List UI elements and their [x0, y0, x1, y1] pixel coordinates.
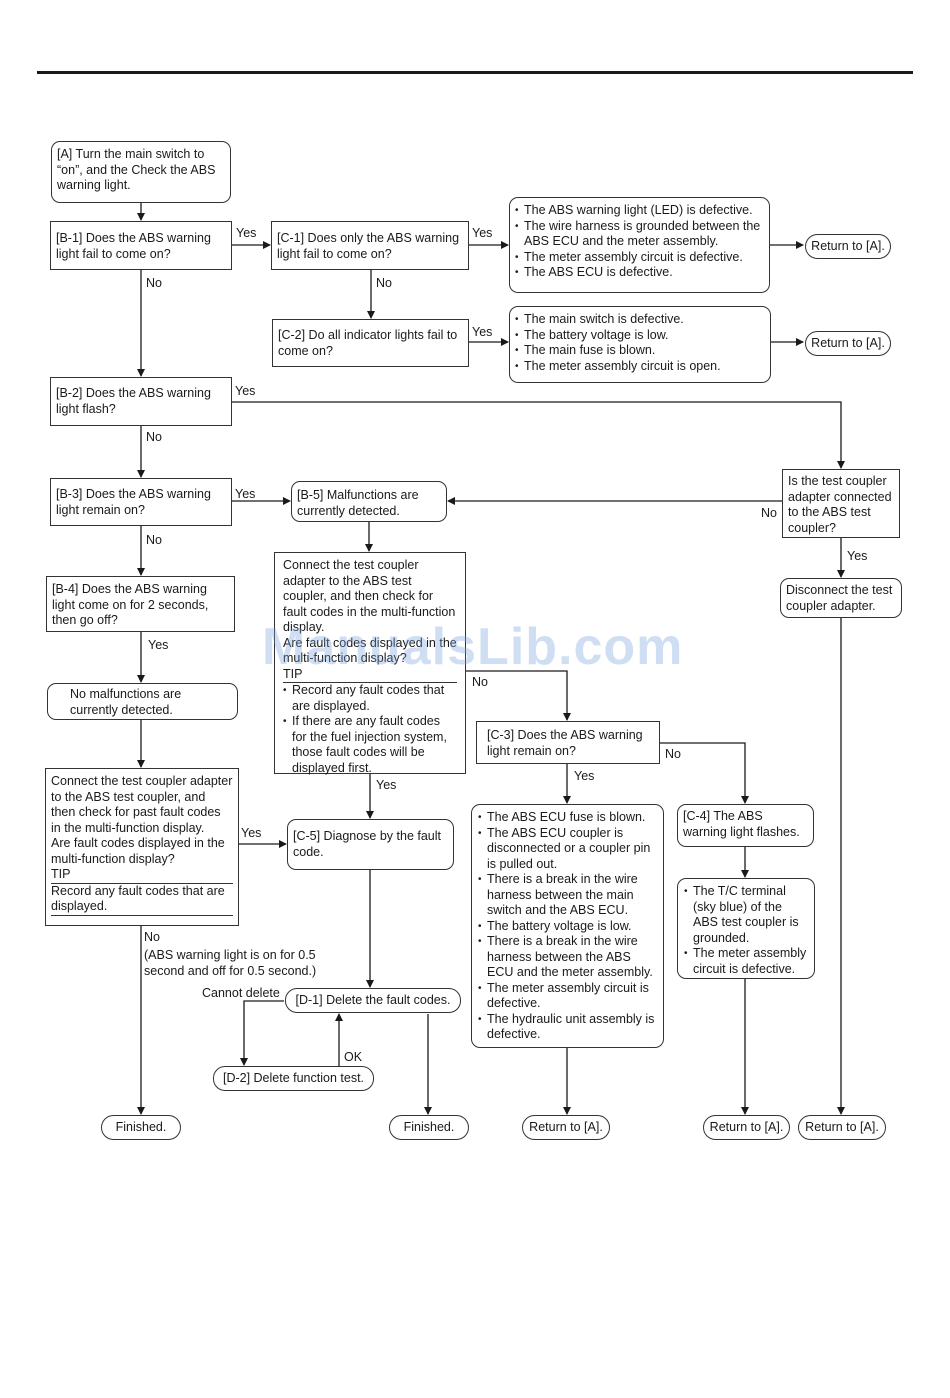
step-c3-box: [C-3] Does the ABS warning light remain … — [476, 721, 660, 764]
step-d1-pill: [D-1] Delete the fault codes. — [285, 988, 461, 1013]
edge-label-no: No — [376, 276, 392, 290]
tip-list: Record any fault codes that are displaye… — [283, 683, 457, 776]
list-item: There is a break in the wire harness bet… — [478, 872, 658, 919]
edge-label-no: No — [144, 930, 160, 944]
list-item: The battery voltage is low. — [478, 919, 658, 935]
header-rule — [37, 71, 913, 74]
c2-causes-list: The main switch is defective. The batter… — [515, 312, 765, 374]
list-item: Record any fault codes that are displaye… — [283, 683, 457, 714]
edge-label-no: No — [761, 506, 777, 520]
step-b2-box: [B-2] Does the ABS warning light flash? — [50, 377, 232, 426]
past-tip-item: Record any fault codes that are displaye… — [51, 884, 233, 916]
list-item: The meter assembly circuit is open. — [515, 359, 765, 375]
return-a-pill-3: Return to [A]. — [522, 1115, 610, 1140]
list-item: The meter assembly circuit is defective. — [478, 981, 658, 1012]
c4-causes-box: The T/C terminal (sky blue) of the ABS t… — [677, 878, 815, 979]
c3-causes-list: The ABS ECU fuse is blown. The ABS ECU c… — [478, 810, 658, 1043]
c1-causes-box: The ABS warning light (LED) is defective… — [509, 197, 770, 293]
edge-label-yes: Yes — [574, 769, 595, 783]
coupler-question-box: Is the test coupler adapter connected to… — [782, 469, 900, 538]
disconnect-box: Disconnect the test coupler adapter. — [780, 578, 902, 618]
list-item: The main switch is defective. — [515, 312, 765, 328]
c2-causes-box: The main switch is defective. The batter… — [509, 306, 771, 383]
return-a-pill-1: Return to [A]. — [805, 234, 891, 259]
past-fault-instruction: Connect the test coupler adapter to the … — [51, 774, 233, 835]
list-item: If there are any fault codes for the fue… — [283, 714, 457, 776]
step-c1-box: [C-1] Does only the ABS warning light fa… — [271, 221, 469, 270]
step-b4-text: [B-4] Does the ABS warning light come on… — [52, 582, 209, 627]
coupler-question-text: Is the test coupler adapter connected to… — [788, 474, 892, 535]
edge-label-no: No — [146, 430, 162, 444]
finished-pill-2: Finished. — [389, 1115, 469, 1140]
edge-label-yes: Yes — [472, 325, 493, 339]
edge-label-yes: Yes — [235, 487, 256, 501]
step-a-text: [A] Turn the main switch to “on”, and th… — [57, 147, 216, 192]
step-c4-box: [C-4] The ABS warning light flashes. — [677, 804, 814, 847]
edge-label-no: No — [665, 747, 681, 761]
step-c5-box: [C-5] Diagnose by the fault code. — [287, 819, 454, 870]
step-b3-text: [B-3] Does the ABS warning light remain … — [56, 487, 211, 517]
edge-label-cannot-delete: Cannot delete — [202, 986, 280, 1000]
watermark: ManualsLib.com — [262, 618, 684, 676]
step-b2-text: [B-2] Does the ABS warning light flash? — [56, 386, 211, 416]
tip-label: TIP — [51, 867, 233, 884]
abs-flash-note: (ABS warning light is on for 0.5 second … — [144, 948, 317, 978]
no-malfunction-text: No malfunctions are currently detected. — [70, 687, 182, 717]
edge-label-yes: Yes — [235, 384, 256, 398]
step-a-box: [A] Turn the main switch to “on”, and th… — [51, 141, 231, 203]
past-fault-check-box: Connect the test coupler adapter to the … — [45, 768, 239, 926]
list-item: The ABS warning light (LED) is defective… — [515, 203, 764, 219]
disconnect-text: Disconnect the test coupler adapter. — [786, 583, 893, 613]
edge-label-yes: Yes — [847, 549, 868, 563]
step-b4-box: [B-4] Does the ABS warning light come on… — [46, 576, 235, 632]
list-item: The ABS ECU fuse is blown. — [478, 810, 658, 826]
step-b3-box: [B-3] Does the ABS warning light remain … — [50, 478, 232, 526]
step-c5-text: [C-5] Diagnose by the fault code. — [293, 829, 441, 859]
edge-label-yes: Yes — [236, 226, 257, 240]
step-b5-text: [B-5] Malfunctions are currently detecte… — [297, 488, 419, 518]
fault-check-instruction: Connect the test coupler adapter to the … — [283, 558, 456, 634]
no-malfunction-box: No malfunctions are currently detected. — [47, 683, 238, 720]
step-c3-text: [C-3] Does the ABS warning light remain … — [487, 728, 643, 758]
edge-label-ok: OK — [344, 1050, 363, 1064]
fault-check-box: Connect the test coupler adapter to the … — [274, 552, 466, 776]
finished-pill-1: Finished. — [101, 1115, 181, 1140]
edge-label-yes: Yes — [472, 226, 493, 240]
step-c4-text: [C-4] The ABS warning light flashes. — [683, 809, 800, 839]
c1-causes-list: The ABS warning light (LED) is defective… — [515, 203, 764, 281]
edge-label-no: No — [472, 675, 488, 689]
step-c1-text: [C-1] Does only the ABS warning light fa… — [277, 231, 460, 261]
fault-check-question: Are fault codes displayed in the multi-f… — [283, 635, 457, 666]
list-item: The wire harness is grounded between the… — [515, 219, 764, 250]
return-a-pill-5: Return to [A]. — [798, 1115, 886, 1140]
edge-label-yes: Yes — [241, 826, 262, 840]
past-fault-question: Are fault codes displayed in the multi-f… — [51, 836, 225, 866]
list-item: The hydraulic unit assembly is defective… — [478, 1012, 658, 1043]
edge-label-yes: Yes — [376, 778, 397, 792]
list-item: The ABS ECU is defective. — [515, 265, 764, 281]
step-b5-box: [B-5] Malfunctions are currently detecte… — [291, 481, 447, 522]
c3-causes-box: The ABS ECU fuse is blown. The ABS ECU c… — [471, 804, 664, 1048]
return-a-pill-4: Return to [A]. — [703, 1115, 790, 1140]
edge-label-yes: Yes — [148, 638, 169, 652]
step-b1-text: [B-1] Does the ABS warning light fail to… — [56, 231, 211, 261]
list-item: There is a break in the wire harness bet… — [478, 934, 658, 981]
list-item: The ABS ECU coupler is disconnected or a… — [478, 826, 658, 873]
list-item: The battery voltage is low. — [515, 328, 765, 344]
list-item: The meter assembly circuit is defective. — [684, 946, 809, 977]
return-a-pill-2: Return to [A]. — [805, 331, 891, 356]
step-d2-pill: [D-2] Delete function test. — [213, 1066, 374, 1091]
step-b1-box: [B-1] Does the ABS warning light fail to… — [50, 221, 232, 270]
list-item: The meter assembly circuit is defective. — [515, 250, 764, 266]
list-item: The T/C terminal (sky blue) of the ABS t… — [684, 884, 809, 946]
list-item: The main fuse is blown. — [515, 343, 765, 359]
c4-causes-list: The T/C terminal (sky blue) of the ABS t… — [684, 884, 809, 977]
step-c2-text: [C-2] Do all indicator lights fail to co… — [278, 328, 458, 358]
edge-label-no: No — [146, 533, 162, 547]
edge-label-no: No — [146, 276, 162, 290]
step-c2-box: [C-2] Do all indicator lights fail to co… — [272, 319, 469, 367]
